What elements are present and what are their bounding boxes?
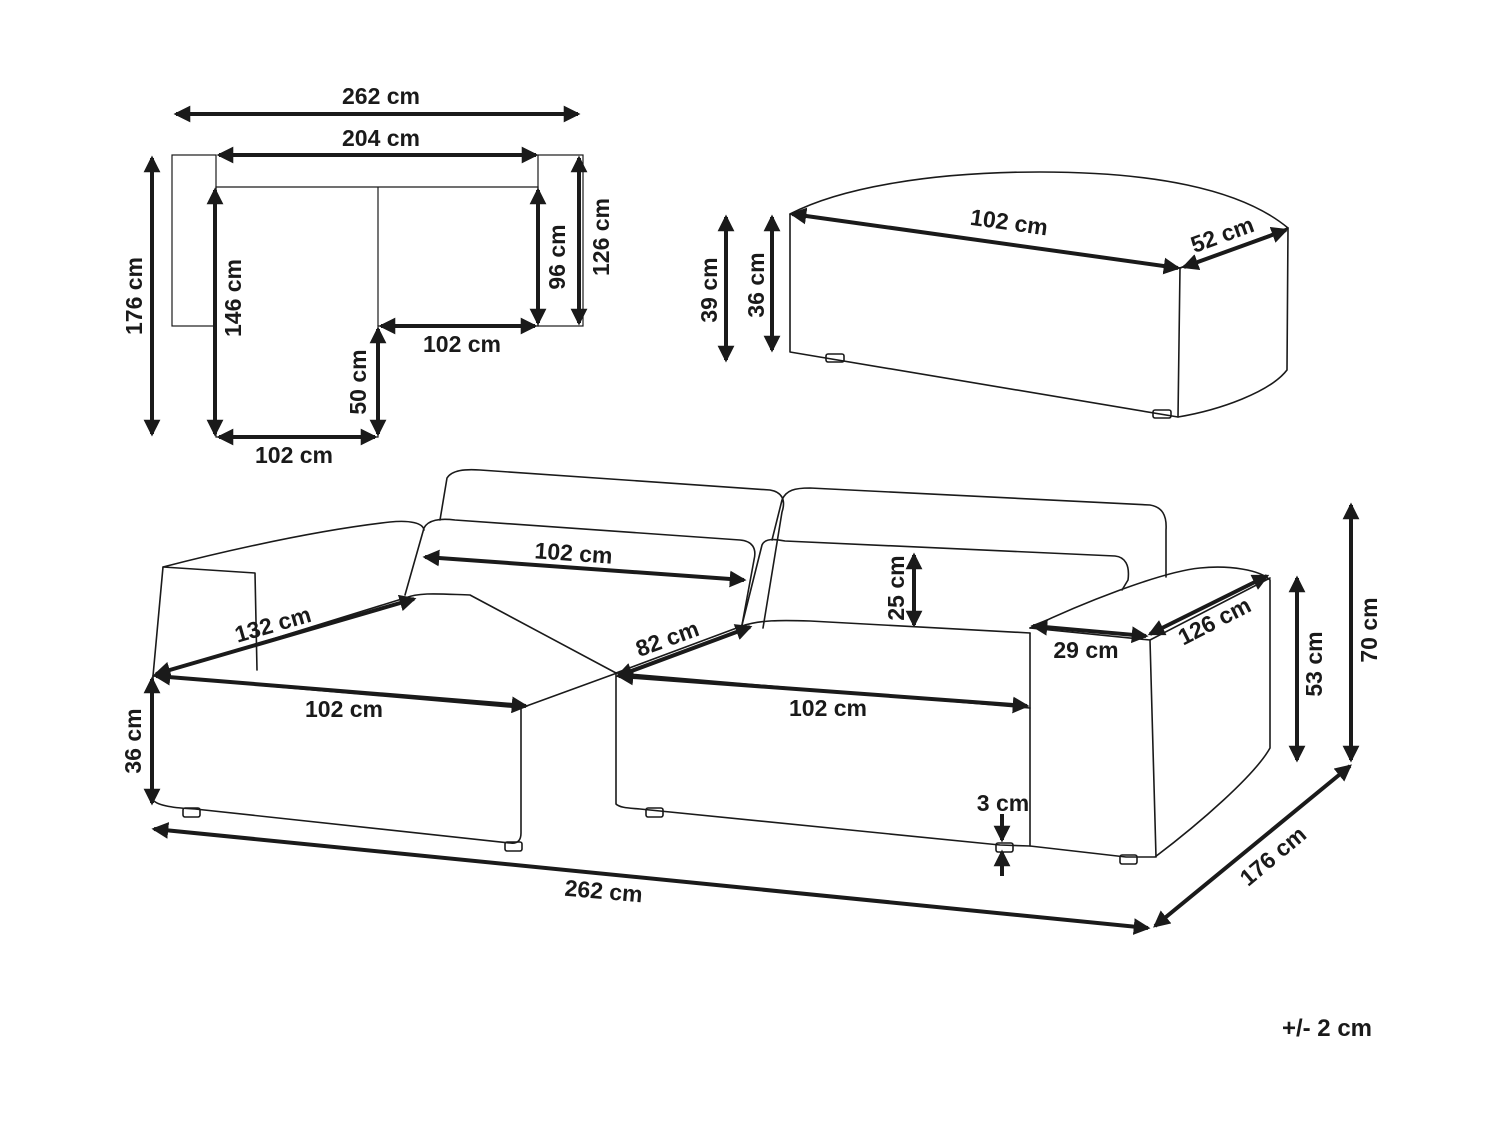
sofa-cushion-width-label: 102 cm bbox=[534, 537, 614, 568]
sofa-overall-depth-arrow bbox=[1153, 764, 1352, 928]
sofa-seat-depth-arrow bbox=[615, 624, 753, 679]
ottoman-view: 102 cm 52 cm 39 cm 36 cm bbox=[696, 171, 1289, 419]
tolerance-note: +/- 2 cm bbox=[1282, 1015, 1372, 1042]
sofa-foot bbox=[182, 807, 201, 818]
sofa-seat-front-width-label: 102 cm bbox=[789, 695, 867, 721]
ottoman-depth-label: 52 cm bbox=[1187, 211, 1257, 258]
sofa-overall-width-arrow bbox=[151, 822, 1151, 935]
ottoman-length-label: 102 cm bbox=[969, 204, 1050, 241]
plan-chaise-width-label: 102 cm bbox=[255, 442, 333, 468]
plan-side-depth-label: 126 cm bbox=[588, 198, 614, 276]
plan-chaise-step-label: 50 cm bbox=[345, 349, 371, 414]
plan-overall-depth-label: 176 cm bbox=[121, 257, 147, 335]
sofa-cushion-width-arrow bbox=[422, 549, 747, 588]
sofa-leg-height-label: 3 cm bbox=[977, 790, 1029, 816]
sofa-chaise-front-width-label: 102 cm bbox=[305, 696, 383, 722]
ottoman-depth-arrow bbox=[1181, 226, 1289, 271]
ottoman-total-height-label: 39 cm bbox=[696, 257, 722, 322]
sofa-total-height-label: 70 cm bbox=[1356, 597, 1382, 662]
plan-module-width-label: 102 cm bbox=[423, 331, 501, 357]
plan-overall-width-label: 262 cm bbox=[342, 83, 420, 109]
sofa-seat-height-label: 36 cm bbox=[120, 708, 146, 773]
sofa-armrest-height-label: 53 cm bbox=[1301, 631, 1327, 696]
sofa-outline bbox=[152, 468, 1271, 865]
plan-chaise-depth-label: 146 cm bbox=[220, 259, 246, 337]
sofa-backrest-cushion-height-label: 25 cm bbox=[883, 555, 909, 620]
sofa-chaise-front-width-arrow bbox=[153, 668, 529, 714]
plan-seat-depth-label: 96 cm bbox=[544, 224, 570, 289]
plan-view: 262 cm 204 cm 176 cm 146 cm 96 cm 126 cm… bbox=[121, 83, 614, 468]
sofa-overall-width-label: 262 cm bbox=[564, 875, 644, 908]
sofa-view: 102 cm 25 cm 132 cm 82 cm 29 cm 126 cm 3… bbox=[120, 468, 1382, 935]
sofa-foot bbox=[645, 807, 664, 818]
sofa-armrest-width-label: 29 cm bbox=[1053, 637, 1118, 663]
sofa-armrest-length-arrow bbox=[1147, 574, 1270, 636]
sofa-seat-depth-label: 82 cm bbox=[632, 615, 702, 662]
ottoman-body-height-label: 36 cm bbox=[743, 252, 769, 317]
ottoman-outline bbox=[789, 171, 1289, 419]
sofa-armrest-width-arrow bbox=[1030, 618, 1149, 644]
sofa-chaise-length-arrow bbox=[153, 594, 417, 679]
sofa-seat-front-width-arrow bbox=[616, 668, 1030, 714]
ottoman-length-arrow bbox=[789, 207, 1181, 275]
plan-seat-width-label: 204 cm bbox=[342, 125, 420, 151]
